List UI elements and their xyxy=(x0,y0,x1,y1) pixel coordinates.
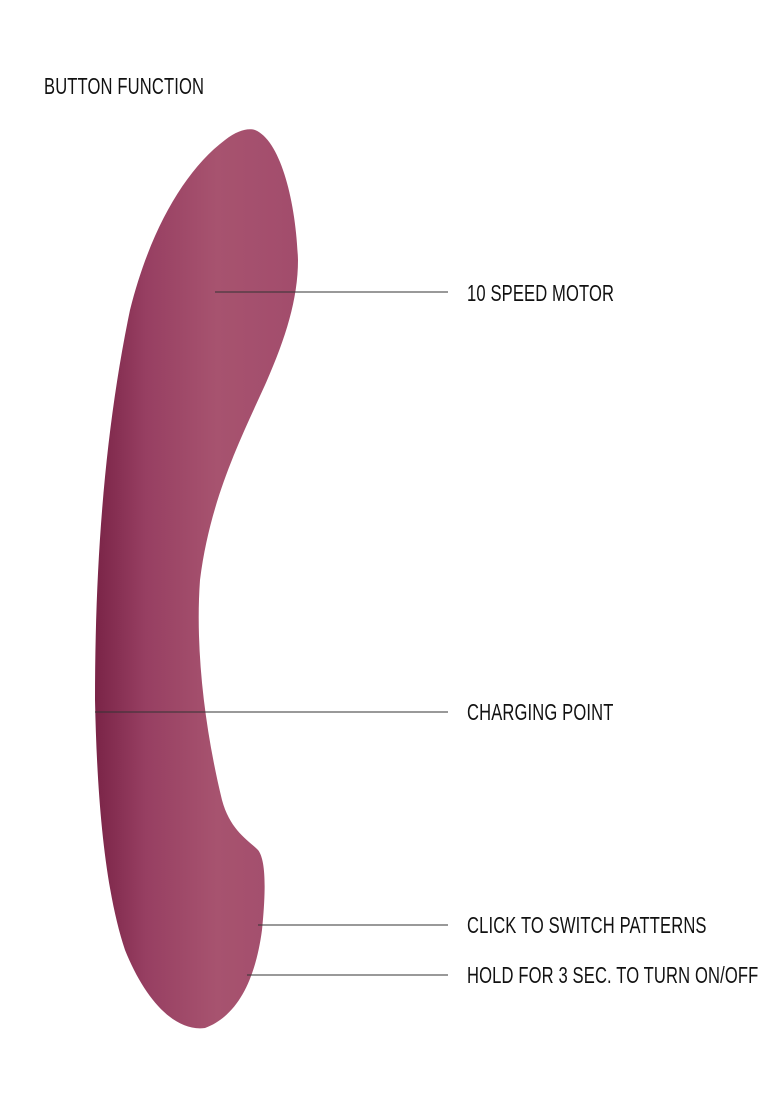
vibrator-body xyxy=(95,129,298,1029)
label-click: CLICK TO SWITCH PATTERNS xyxy=(467,912,707,938)
label-hold: HOLD FOR 3 SEC. TO TURN ON/OFF xyxy=(467,962,759,988)
label-charging: CHARGING POINT xyxy=(467,699,614,725)
label-motor: 10 SPEED MOTOR xyxy=(467,280,615,306)
diagram-title: BUTTON FUNCTION xyxy=(44,73,205,99)
